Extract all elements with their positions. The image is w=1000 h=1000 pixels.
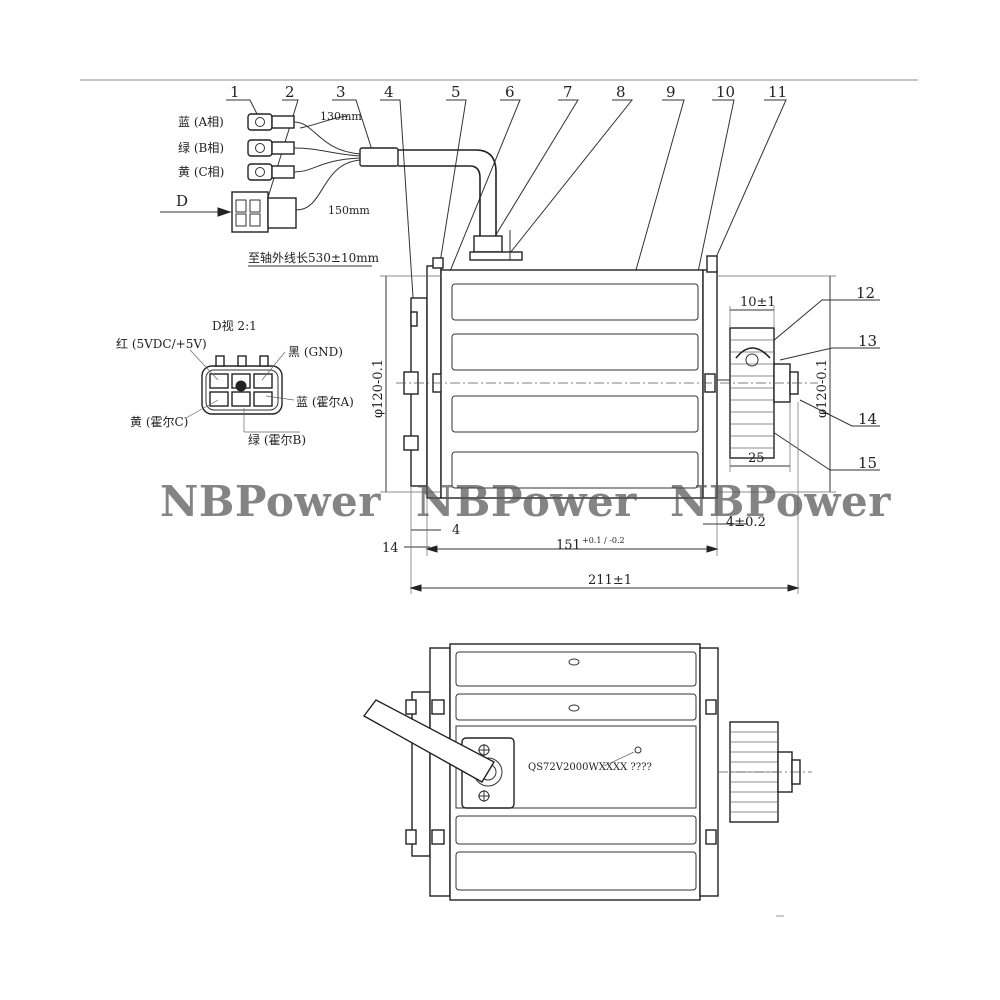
- callout-12: 12: [856, 284, 875, 302]
- watermark-text-2: NBPower: [416, 477, 637, 526]
- dim-diameter-right: φ120-0.1: [815, 359, 830, 418]
- wire-length-150: 150mm: [328, 204, 370, 217]
- dim-total-211: 211±1: [588, 573, 632, 588]
- dim-edge-14: 14: [382, 541, 399, 556]
- dimensions: φ120-0.1 φ120-0.1 10±1 25 4 4±0.2 14 151: [371, 275, 836, 594]
- callout-14: 14: [858, 410, 877, 428]
- wire-label-blue: 蓝 (A相): [178, 115, 224, 129]
- callout-11: 11: [768, 83, 787, 101]
- callout-13: 13: [858, 332, 877, 350]
- leader-lines: [226, 99, 880, 471]
- pin-black-gnd: 黑 (GND): [288, 345, 343, 359]
- connector-view-title: D视 2:1: [212, 318, 257, 333]
- dim-gap-4-right: 4±0.2: [726, 515, 766, 530]
- wire-length-130: 130mm: [320, 110, 362, 123]
- ring-terminals: [247, 113, 295, 181]
- arrow-d-label: D: [176, 192, 188, 210]
- dim-body-151: 151: [556, 538, 581, 553]
- callout-4: 4: [384, 83, 394, 101]
- callout-3: 3: [336, 83, 346, 101]
- dim-body-151-tolerance: +0.1 / -0.2: [582, 536, 625, 545]
- callout-10: 10: [716, 83, 735, 101]
- pin-green-hall-b: 绿 (霍尔B): [248, 432, 306, 447]
- callout-1: 1: [230, 83, 240, 101]
- hall-connector: [231, 191, 297, 233]
- callout-9: 9: [666, 83, 676, 101]
- callout-5: 5: [451, 83, 461, 101]
- model-label: QS72V2000WXXXX ????: [528, 762, 652, 773]
- dim-diameter-left: φ120-0.1: [371, 359, 386, 418]
- callout-7: 7: [563, 83, 573, 101]
- watermark-text-3: NBPower: [670, 477, 891, 526]
- wire-label-yellow: 黄 (C相): [178, 165, 224, 179]
- callout-8: 8: [616, 83, 626, 101]
- motor-top-view: QS72V2000WXXXX ????: [362, 643, 812, 917]
- dim-pulley-25: 25: [748, 451, 765, 466]
- watermark-text-1: NBPower: [160, 477, 381, 526]
- connector-d-view: D视 2:1 红 (5VDC/+5V) 黑 (GND) 蓝 (霍尔A) 黄 (霍…: [116, 318, 354, 447]
- wire-harness: 蓝 (A相) 绿 (B相) 黄 (C相) 130mm 150mm: [160, 110, 523, 267]
- dim-shaft-10: 10±1: [740, 295, 776, 310]
- callout-numbers: 1 2 3 4 5 6 7 8 9 10 11 12 13 14 15: [230, 83, 877, 472]
- watermark: NBPower NBPower NBPower: [160, 477, 891, 526]
- pin-blue-hall-a: 蓝 (霍尔A): [296, 394, 354, 409]
- wire-label-green: 绿 (B相): [178, 140, 224, 155]
- cable-length-note: 至轴外线长530±10mm: [248, 250, 380, 265]
- callout-15: 15: [858, 454, 877, 472]
- motor-side-view: [396, 255, 818, 499]
- callout-2: 2: [285, 83, 295, 101]
- pin-yellow-hall-c: 黄 (霍尔C): [130, 414, 188, 429]
- pin-red-5v: 红 (5VDC/+5V): [116, 336, 207, 351]
- dim-gap-4-left: 4: [452, 523, 460, 538]
- callout-6: 6: [505, 83, 515, 101]
